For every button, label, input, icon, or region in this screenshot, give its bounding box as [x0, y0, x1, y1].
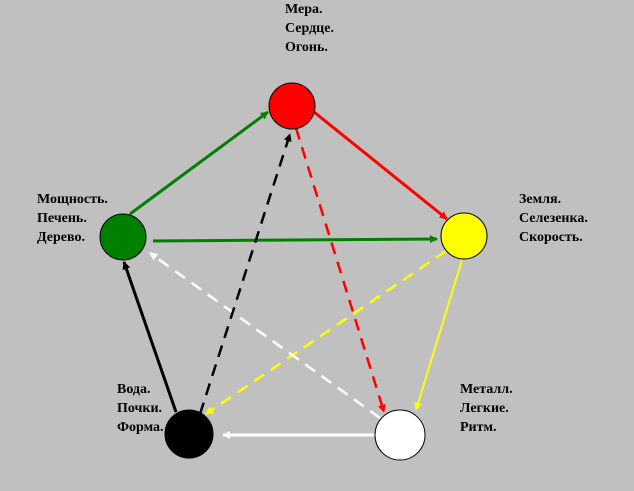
metal-label: Металл. Легкие. Ритм. — [460, 380, 513, 437]
water-label-line: Почки. — [117, 401, 163, 416]
wood-label-line: Мощность. — [37, 192, 108, 207]
water-label-line: Вода. — [117, 382, 151, 397]
fire-label-line: Мера. — [285, 2, 323, 17]
fire-node — [268, 82, 316, 130]
metal-label-line: Легкие. — [460, 401, 509, 416]
earth-label-line: Земля. — [519, 192, 562, 207]
dashed-arrow-metal-to-wood — [149, 251, 381, 420]
dashed-arrow-water-to-fire — [198, 133, 292, 415]
arrow-water-to-wood — [122, 261, 178, 413]
wood-label-line: Печень. — [37, 211, 87, 226]
dashed-arrow-fire-to-metal — [294, 127, 386, 413]
water-label: Вода. Почки. Форма. — [117, 380, 164, 437]
metal-label-line: Металл. — [460, 382, 513, 397]
arrow-wood-to-earth — [152, 235, 438, 244]
earth-label-line: Скорость. — [519, 230, 583, 245]
dashed-arrow-earth-to-water — [205, 249, 447, 416]
arrow-wood-to-fire — [129, 110, 269, 216]
arrow-fire-to-earth — [313, 110, 448, 221]
wood-label: Мощность. Печень. Дерево. — [37, 190, 108, 247]
metal-label-line: Ритм. — [460, 420, 497, 435]
water-node — [164, 409, 214, 459]
water-label-line: Форма. — [117, 420, 164, 435]
wood-node — [99, 213, 147, 261]
arrow-earth-to-metal — [414, 259, 463, 411]
earth-label: Земля. Селезенка. Скорость. — [519, 190, 588, 247]
wood-label-line: Дерево. — [37, 230, 85, 245]
metal-node — [374, 409, 426, 461]
earth-label-line: Селезенка. — [519, 211, 588, 226]
fire-label-line: Сердце. — [285, 21, 334, 36]
fire-label: Мера. Сердце. Огонь. — [285, 0, 334, 57]
earth-node — [440, 212, 488, 260]
fire-label-line: Огонь. — [285, 40, 328, 55]
